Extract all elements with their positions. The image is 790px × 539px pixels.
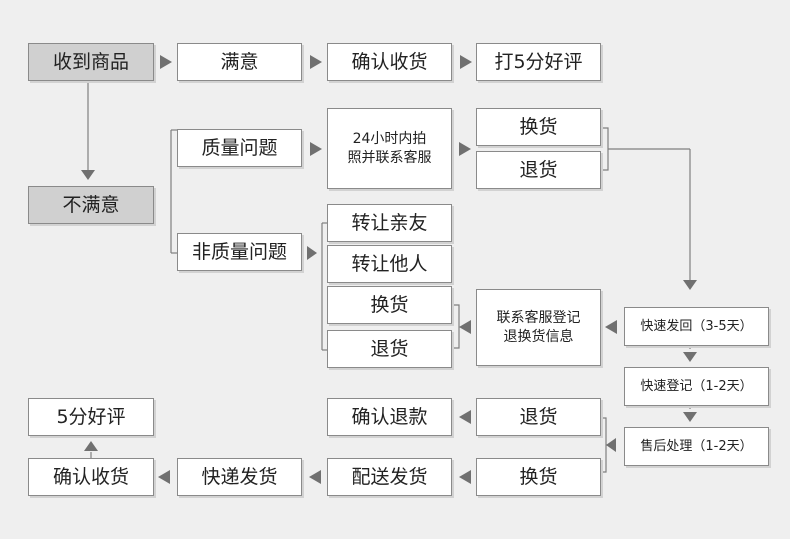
not-satisfied-label: 不满意 [62, 193, 120, 216]
receive-goods-label: 收到商品 [52, 50, 129, 73]
return-non-quality-node: 退货 [327, 330, 452, 368]
exchange-non-quality-node: 换货 [327, 286, 452, 324]
exchange-non-quality-label: 换货 [370, 293, 409, 316]
exchange-quality-node: 换货 [476, 108, 601, 146]
express-label: 快递发货 [201, 465, 278, 488]
exchange-quality-label: 换货 [519, 115, 558, 138]
five-star-bottom-label: 5分好评 [56, 405, 126, 428]
return-non-quality-label: 退货 [370, 337, 409, 360]
confirm-receipt-top-label: 确认收货 [351, 50, 428, 73]
confirm-refund-label: 确认退款 [351, 405, 428, 428]
return-final-node: 退货 [476, 398, 601, 436]
confirm-receipt-bottom-label: 确认收货 [52, 465, 129, 488]
non-quality-issue-node: 非质量问题 [177, 233, 302, 271]
ship-back-label: 快速发回（3-5天） [640, 318, 753, 334]
contact-24h-label: 24小时内拍 照并联系客服 [347, 130, 432, 166]
register-info-label: 联系客服登记 退换货信息 [496, 309, 581, 345]
receive-goods-node: 收到商品 [28, 43, 154, 81]
fast-register-label: 快速登记（1-2天） [640, 378, 753, 394]
transfer-others-node: 转让他人 [327, 245, 452, 283]
after-sales-label: 售后处理（1-2天） [640, 438, 753, 454]
register-info-node: 联系客服登记 退换货信息 [476, 289, 601, 366]
confirm-refund-node: 确认退款 [327, 398, 452, 436]
confirm-receipt-bottom-node: 确认收货 [28, 458, 154, 496]
after-sales-node: 售后处理（1-2天） [624, 427, 769, 466]
five-star-bottom-node: 5分好评 [28, 398, 154, 436]
exchange-final-label: 换货 [519, 465, 558, 488]
five-star-top-label: 打5分好评 [494, 50, 583, 73]
five-star-top-node: 打5分好评 [476, 43, 601, 81]
delivery-label: 配送发货 [351, 465, 428, 488]
non-quality-issue-label: 非质量问题 [191, 240, 287, 263]
return-quality-node: 退货 [476, 151, 601, 189]
delivery-node: 配送发货 [327, 458, 452, 496]
quality-issue-node: 质量问题 [177, 129, 302, 167]
satisfied-node: 满意 [177, 43, 302, 81]
confirm-receipt-top-node: 确认收货 [327, 43, 452, 81]
exchange-final-node: 换货 [476, 458, 601, 496]
return-quality-label: 退货 [519, 158, 558, 181]
return-final-label: 退货 [519, 405, 558, 428]
quality-issue-label: 质量问题 [201, 136, 278, 159]
satisfied-label: 满意 [220, 50, 259, 73]
fast-register-node: 快速登记（1-2天） [624, 367, 769, 406]
transfer-friends-label: 转让亲友 [351, 211, 428, 234]
express-node: 快递发货 [177, 458, 302, 496]
transfer-friends-node: 转让亲友 [327, 204, 452, 242]
not-satisfied-node: 不满意 [28, 186, 154, 224]
ship-back-node: 快速发回（3-5天） [624, 307, 769, 346]
contact-24h-node: 24小时内拍 照并联系客服 [327, 108, 452, 189]
transfer-others-label: 转让他人 [351, 252, 428, 275]
